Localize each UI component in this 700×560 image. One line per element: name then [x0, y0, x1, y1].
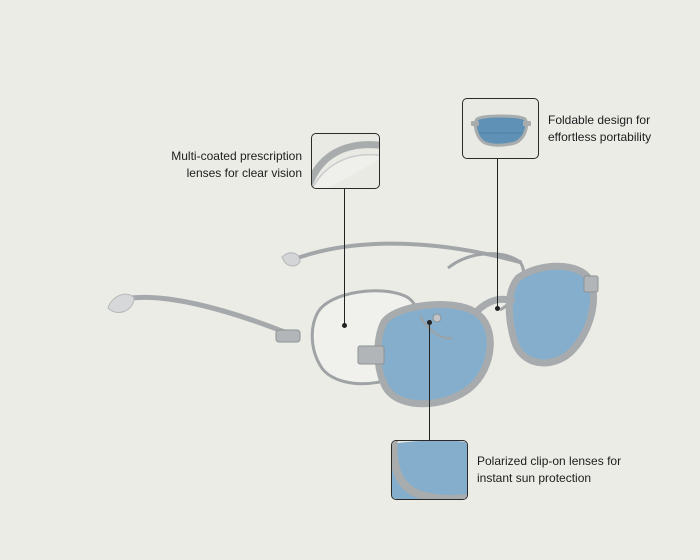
callout-prescription-line1: Multi-coated prescription [171, 149, 302, 163]
callout-foldable-line2: effortless portability [548, 130, 652, 144]
callout-foldable-text: Foldable design for effortless portabili… [548, 112, 651, 146]
leader-line-foldable [497, 159, 498, 309]
leader-dot-polarized [427, 320, 432, 325]
nose-pad-arm [419, 315, 453, 340]
callout-polarized-line1: Polarized clip-on lenses for [477, 454, 622, 468]
near-temple-tip [107, 293, 135, 313]
hinge [275, 329, 301, 343]
nose-pad [432, 313, 442, 323]
far-temple-tip [281, 252, 301, 267]
leader-line-prescription [344, 189, 345, 325]
clip-bridge [473, 295, 516, 315]
leader-line-polarized [429, 322, 430, 440]
lens-edge-thumbnail [311, 133, 380, 189]
leader-dot-prescription [342, 323, 347, 328]
callout-prescription-text: Multi-coated prescription lenses for cle… [171, 148, 302, 182]
tinted-lens-thumbnail [391, 440, 468, 500]
near-temple-arm [117, 294, 295, 338]
clip-side-left [357, 345, 385, 365]
callout-polarized-text: Polarized clip-on lenses for instant sun… [477, 453, 621, 487]
clip-lens-right [505, 262, 597, 367]
callout-polarized-line2: instant sun protection [477, 471, 592, 485]
clip-side-right [583, 275, 599, 293]
leader-dot-foldable [495, 306, 500, 311]
callout-prescription-line2: lenses for clear vision [186, 166, 302, 180]
clip-lens-left [374, 301, 494, 408]
callout-foldable-line1: Foldable design for [548, 113, 651, 127]
folded-glasses-thumbnail [462, 98, 539, 159]
